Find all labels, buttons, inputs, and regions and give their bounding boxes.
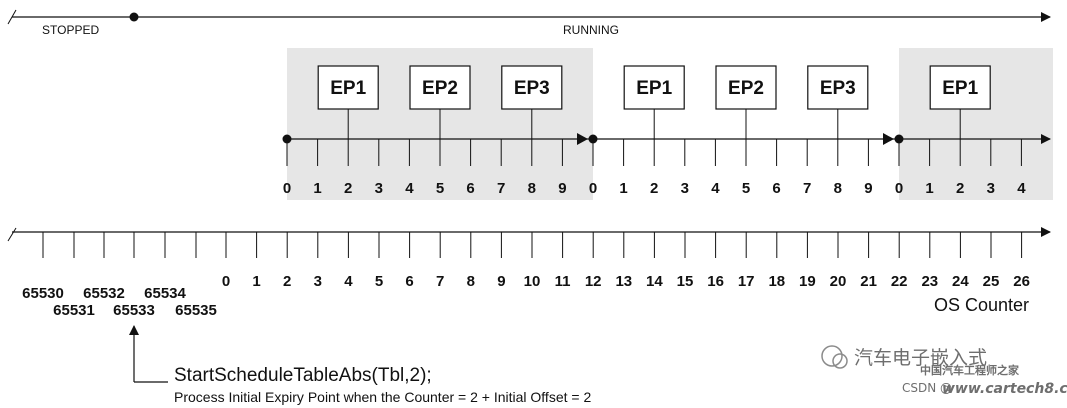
table-tick-label: 8: [528, 180, 536, 197]
counter-tick-label: 15: [677, 273, 694, 290]
counter-tick-label: 22: [891, 273, 908, 290]
counter-tick-label: 5: [375, 273, 383, 290]
running-label: RUNNING: [563, 23, 619, 37]
wechat-icon: [821, 345, 843, 367]
counter-break-mark: [7, 227, 17, 242]
period-end-arrow: [883, 133, 894, 145]
expiry-point-label: EP2: [422, 78, 458, 99]
table-tick-label: 0: [283, 180, 291, 197]
table-tick-label: 0: [895, 180, 903, 197]
start-call-code: StartScheduleTableAbs(Tbl,2);: [174, 365, 432, 386]
table-tick-label: 0: [589, 180, 597, 197]
state-transition-dot: [129, 12, 139, 22]
expiry-point-label: EP1: [942, 78, 978, 99]
start-call-annotation: StartScheduleTableAbs(Tbl,2); Process In…: [129, 325, 591, 405]
counter-wrap-tick-label: 65533: [113, 302, 155, 319]
counter-tick-label: 6: [405, 273, 413, 290]
expiry-point-box: [929, 65, 991, 110]
stopped-label: STOPPED: [42, 23, 99, 37]
table-tick-label: 2: [650, 180, 658, 197]
counter-tick-label: 8: [467, 273, 475, 290]
counter-tick-label: 3: [314, 273, 322, 290]
period-start-dot: [588, 134, 598, 144]
counter-tick-label: 9: [497, 273, 505, 290]
expiry-point-box: [409, 65, 471, 110]
watermark-url: www.cartech8.com: [942, 381, 1067, 397]
table-tick-label: 6: [466, 180, 474, 197]
state-timeline: STOPPED RUNNING: [7, 9, 1051, 37]
period-end-arrow: [577, 133, 588, 145]
table-tick-label: 7: [803, 180, 811, 197]
expiry-point-label: EP3: [820, 78, 856, 99]
counter-tick-label: 1: [252, 273, 260, 290]
counter-tick-label: 20: [830, 273, 847, 290]
counter-tick-label: 21: [860, 273, 877, 290]
counter-tick-label: 12: [585, 273, 602, 290]
table-tick-label: 1: [313, 180, 321, 197]
table-tick-label: 4: [711, 180, 720, 197]
table-tick-label: 4: [1017, 180, 1026, 197]
expiry-point-box: [623, 65, 685, 110]
counter-tick-label: 10: [524, 273, 541, 290]
expiry-point-label: EP3: [514, 78, 550, 99]
table-tick-label: 8: [834, 180, 842, 197]
counter-tick-label: 2: [283, 273, 291, 290]
counter-tick-label: 25: [983, 273, 1000, 290]
table-tick-label: 3: [987, 180, 995, 197]
counter-tick-label: 4: [344, 273, 353, 290]
table-tick-label: 3: [375, 180, 383, 197]
watermark-site-name: 中国汽车工程师之家: [920, 363, 1020, 377]
counter-tick-label: 18: [768, 273, 785, 290]
start-call-note: Process Initial Expiry Point when the Co…: [174, 389, 591, 405]
counter-tick-label: 13: [615, 273, 632, 290]
table-tick-label: 5: [436, 180, 444, 197]
expiry-point-box: [317, 65, 379, 110]
counter-tick-label: 16: [707, 273, 724, 290]
period-start-dot: [894, 134, 904, 144]
counter-tick-label: 19: [799, 273, 816, 290]
os-counter-label: OS Counter: [934, 295, 1029, 315]
counter-tick-label: 24: [952, 273, 969, 290]
schedule-table-timeline: 0 1 2 3 4 5 6 7 8 9 0 1 2 3 4 5 6 7 8 9 0 1 2 3 4 EP1 EP2 EP3 EP1 EP2…: [282, 65, 1051, 197]
wechat-icon-small: [832, 353, 848, 369]
table-tick-label: 4: [405, 180, 414, 197]
counter-wrap-tick-label: 65531: [53, 302, 95, 319]
expiry-point-box: [501, 65, 563, 110]
table-tick-label: 5: [742, 180, 750, 197]
period-start-dot: [282, 134, 292, 144]
expiry-point-box: [807, 65, 869, 110]
counter-tick-label: 17: [738, 273, 755, 290]
table-tick-label: 7: [497, 180, 505, 197]
table-tick-label: 1: [619, 180, 627, 197]
table-tick-label: 9: [864, 180, 872, 197]
expiry-point-label: EP2: [728, 78, 764, 99]
table-tick-label: 3: [681, 180, 689, 197]
table-tick-label: 6: [772, 180, 780, 197]
watermark-csdn: CSDN @: [902, 381, 952, 395]
expiry-point-box: [715, 65, 777, 110]
counter-tick-label: 23: [921, 273, 938, 290]
counter-wrap-tick-label: 65530: [22, 285, 64, 302]
table-tick-label: 9: [558, 180, 566, 197]
os-counter-timeline: OS Counter 65530655316553265533655346553…: [7, 227, 1051, 319]
table-tick-label: 1: [925, 180, 933, 197]
counter-wrap-tick-label: 65532: [83, 285, 125, 302]
counter-tick-label: 26: [1013, 273, 1030, 290]
table-tick-label: 2: [956, 180, 964, 197]
counter-wrap-tick-label: 65534: [144, 285, 186, 302]
counter-tick-label: 11: [555, 273, 571, 290]
expiry-point-label: EP1: [330, 78, 366, 99]
counter-wrap-tick-label: 65535: [175, 302, 217, 319]
watermark-account: 汽车电子嵌入式: [854, 347, 987, 369]
counter-tick-label: 7: [436, 273, 444, 290]
counter-tick-label: 0: [222, 273, 230, 290]
watermark: 汽车电子嵌入式 中国汽车工程师之家 CSDN @ www.cartech8.co…: [821, 345, 1067, 397]
table-tick-label: 2: [344, 180, 352, 197]
expiry-point-label: EP1: [636, 78, 672, 99]
counter-tick-label: 14: [646, 273, 663, 290]
